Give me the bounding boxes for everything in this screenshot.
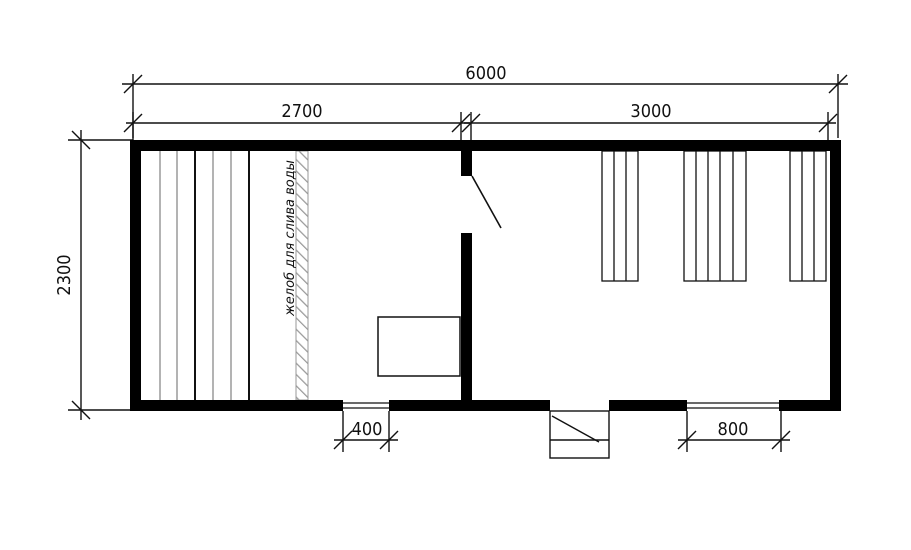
stove [377,316,461,377]
wall-bottom-3 [609,400,687,411]
bench-right-3 [789,150,827,282]
wall-left [130,140,141,411]
bench-slats-left [159,151,232,400]
dimension-window-label: 400 [352,419,383,440]
dimension-total-length [122,74,848,138]
dimension-window [333,411,399,452]
dimension-right-room-label: 3000 [630,101,671,122]
dimension-right-room [461,112,838,140]
window-bottom-right [687,402,779,409]
dimension-total-length-label: 6000 [465,63,506,84]
bench-edges-left [194,151,250,400]
wall-right [830,140,841,411]
dimension-left-room [123,112,471,140]
dimension-left-room-label: 2700 [281,101,322,122]
dimension-height [68,130,133,420]
bench-right-2 [683,150,747,282]
partition-lower [461,233,472,411]
dimension-door-label: 800 [718,419,749,440]
partition-upper [461,140,472,176]
wall-bottom-4 [779,400,841,411]
dimension-height-label: 2300 [54,254,75,295]
internal-door-leaf [471,175,502,229]
wall-top [130,140,841,151]
window-bottom [343,402,389,409]
entrance-step [549,410,610,459]
wall-bottom-1 [130,400,343,411]
walls [130,140,841,411]
dimension-door [677,411,791,452]
drain-channel-label: желоб для слива воды [283,160,298,317]
bench-right-1 [601,150,639,282]
